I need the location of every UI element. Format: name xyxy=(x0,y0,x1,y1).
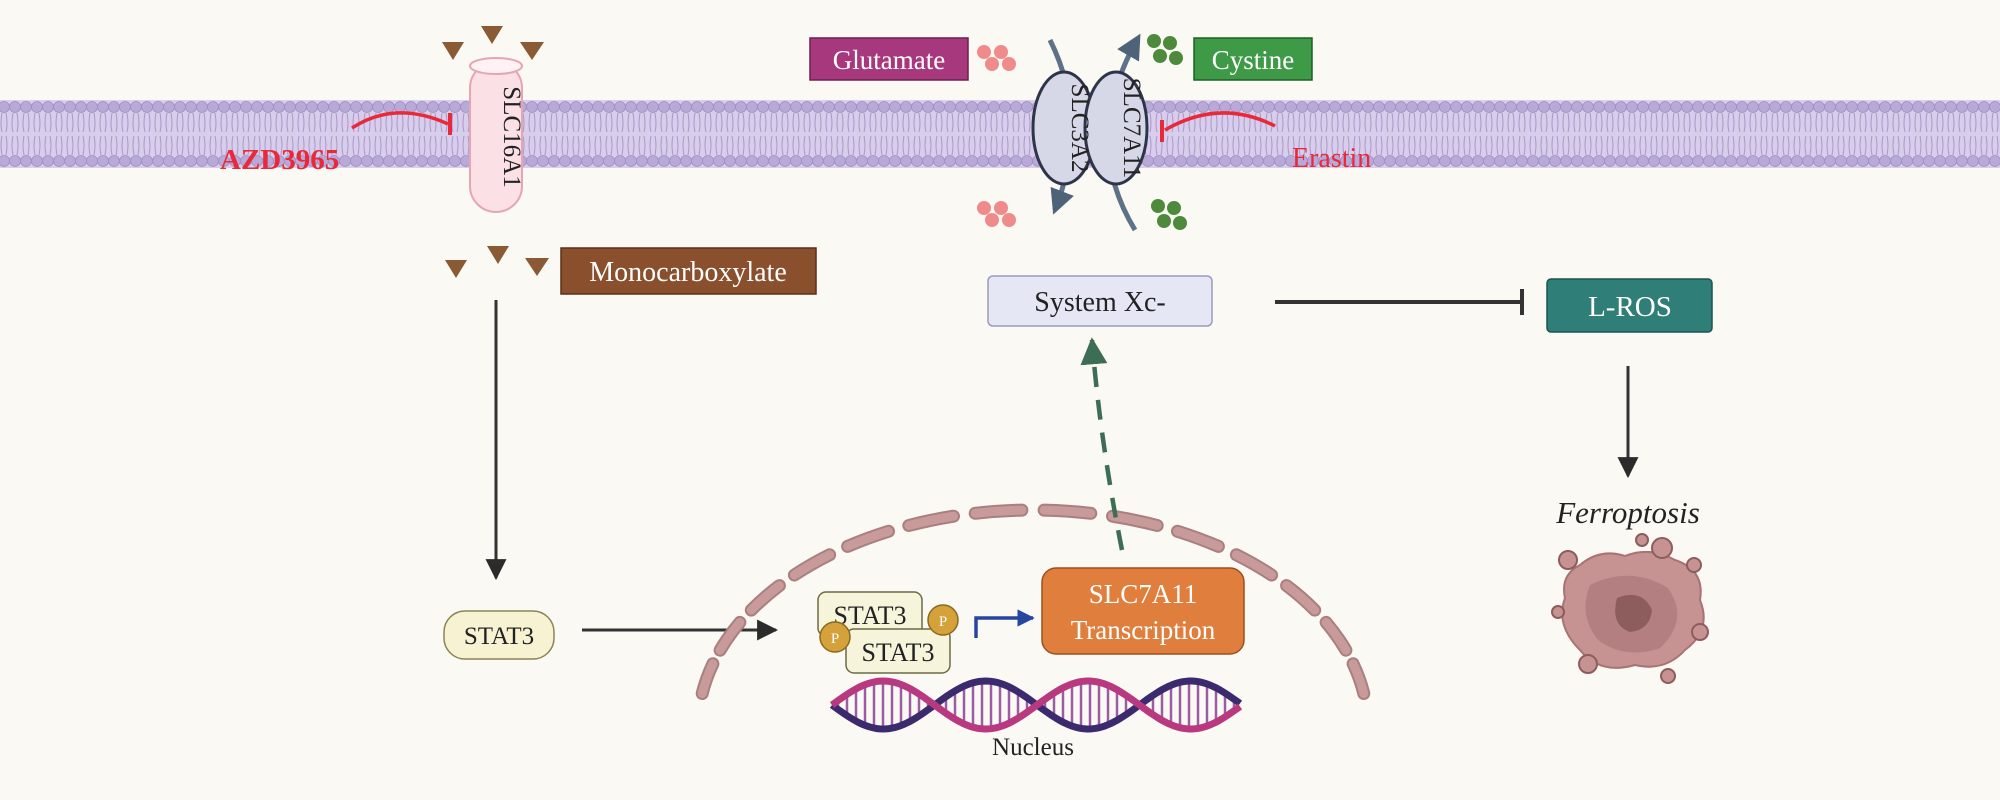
cystine-label: Cystine xyxy=(1212,45,1295,75)
cystine-badge: Cystine xyxy=(1193,37,1313,81)
azd3965-label: AZD3965 xyxy=(220,144,339,176)
monocarboxylate-label: Monocarboxylate xyxy=(589,257,787,288)
system-xc-transporter: SLC3A2 SLC7A11 xyxy=(1031,33,1149,232)
erastin-label: Erastin xyxy=(1292,143,1371,174)
slc7a11-transcription-box: SLC7A11 Transcription xyxy=(1041,567,1245,655)
stat3-box: STAT3 xyxy=(443,610,555,660)
dimer-bottom-label: STAT3 xyxy=(861,638,934,667)
stat3-label: STAT3 xyxy=(464,623,534,650)
cell-membrane xyxy=(0,100,2000,168)
nucleus-label: Nucleus xyxy=(992,734,1074,761)
cystine-molecules xyxy=(1147,34,1187,230)
dna-helix-icon xyxy=(829,677,1243,733)
nuclear-envelope xyxy=(695,503,1371,700)
l-ros-label: L-ROS xyxy=(1588,291,1672,323)
phosphate-left-label: P xyxy=(831,631,839,647)
slc3a2-label: SLC3A2 xyxy=(1066,84,1093,173)
l-ros-box: L-ROS xyxy=(1546,278,1713,333)
slc16a1-transporter: SLC16A1 xyxy=(469,57,525,213)
transcription-to-system-xc-arrow xyxy=(1080,337,1125,551)
monocarboxylate-badge: Monocarboxylate xyxy=(560,247,817,295)
system-xc-inhibits-lros xyxy=(1275,289,1524,315)
transcription-line2: Transcription xyxy=(1071,615,1216,645)
system-xc-label: System Xc- xyxy=(1034,287,1165,318)
phosphate-right-icon xyxy=(927,604,959,636)
ferroptosis-label: Ferroptosis xyxy=(1555,495,1700,530)
glutamate-label: Glutamate xyxy=(833,45,945,75)
ferroptotic-cell-icon xyxy=(1551,533,1709,684)
phosphate-right-label: P xyxy=(939,614,947,630)
slc16a1-label: SLC16A1 xyxy=(498,86,525,187)
phosphate-left-icon xyxy=(819,621,851,653)
glutamate-badge: Glutamate xyxy=(809,37,969,81)
monocarboxylate-outside xyxy=(442,26,544,60)
glutamate-molecules xyxy=(977,45,1016,227)
phospho-stat3-dimer: STAT3 STAT3 P P xyxy=(817,591,959,674)
membrane-outer-leaflet xyxy=(0,101,2000,133)
transcription-line1: SLC7A11 xyxy=(1089,579,1198,609)
transcription-start-arrow xyxy=(974,609,1035,638)
system-xc-box: System Xc- xyxy=(987,275,1213,327)
dimer-top-label: STAT3 xyxy=(833,601,906,630)
slc7a11-label: SLC7A11 xyxy=(1118,78,1145,178)
azd3965-inhibition: AZD3965 xyxy=(220,111,452,176)
monocarboxylate-inside xyxy=(445,246,549,278)
erastin-inhibition: Erastin xyxy=(1160,111,1371,174)
